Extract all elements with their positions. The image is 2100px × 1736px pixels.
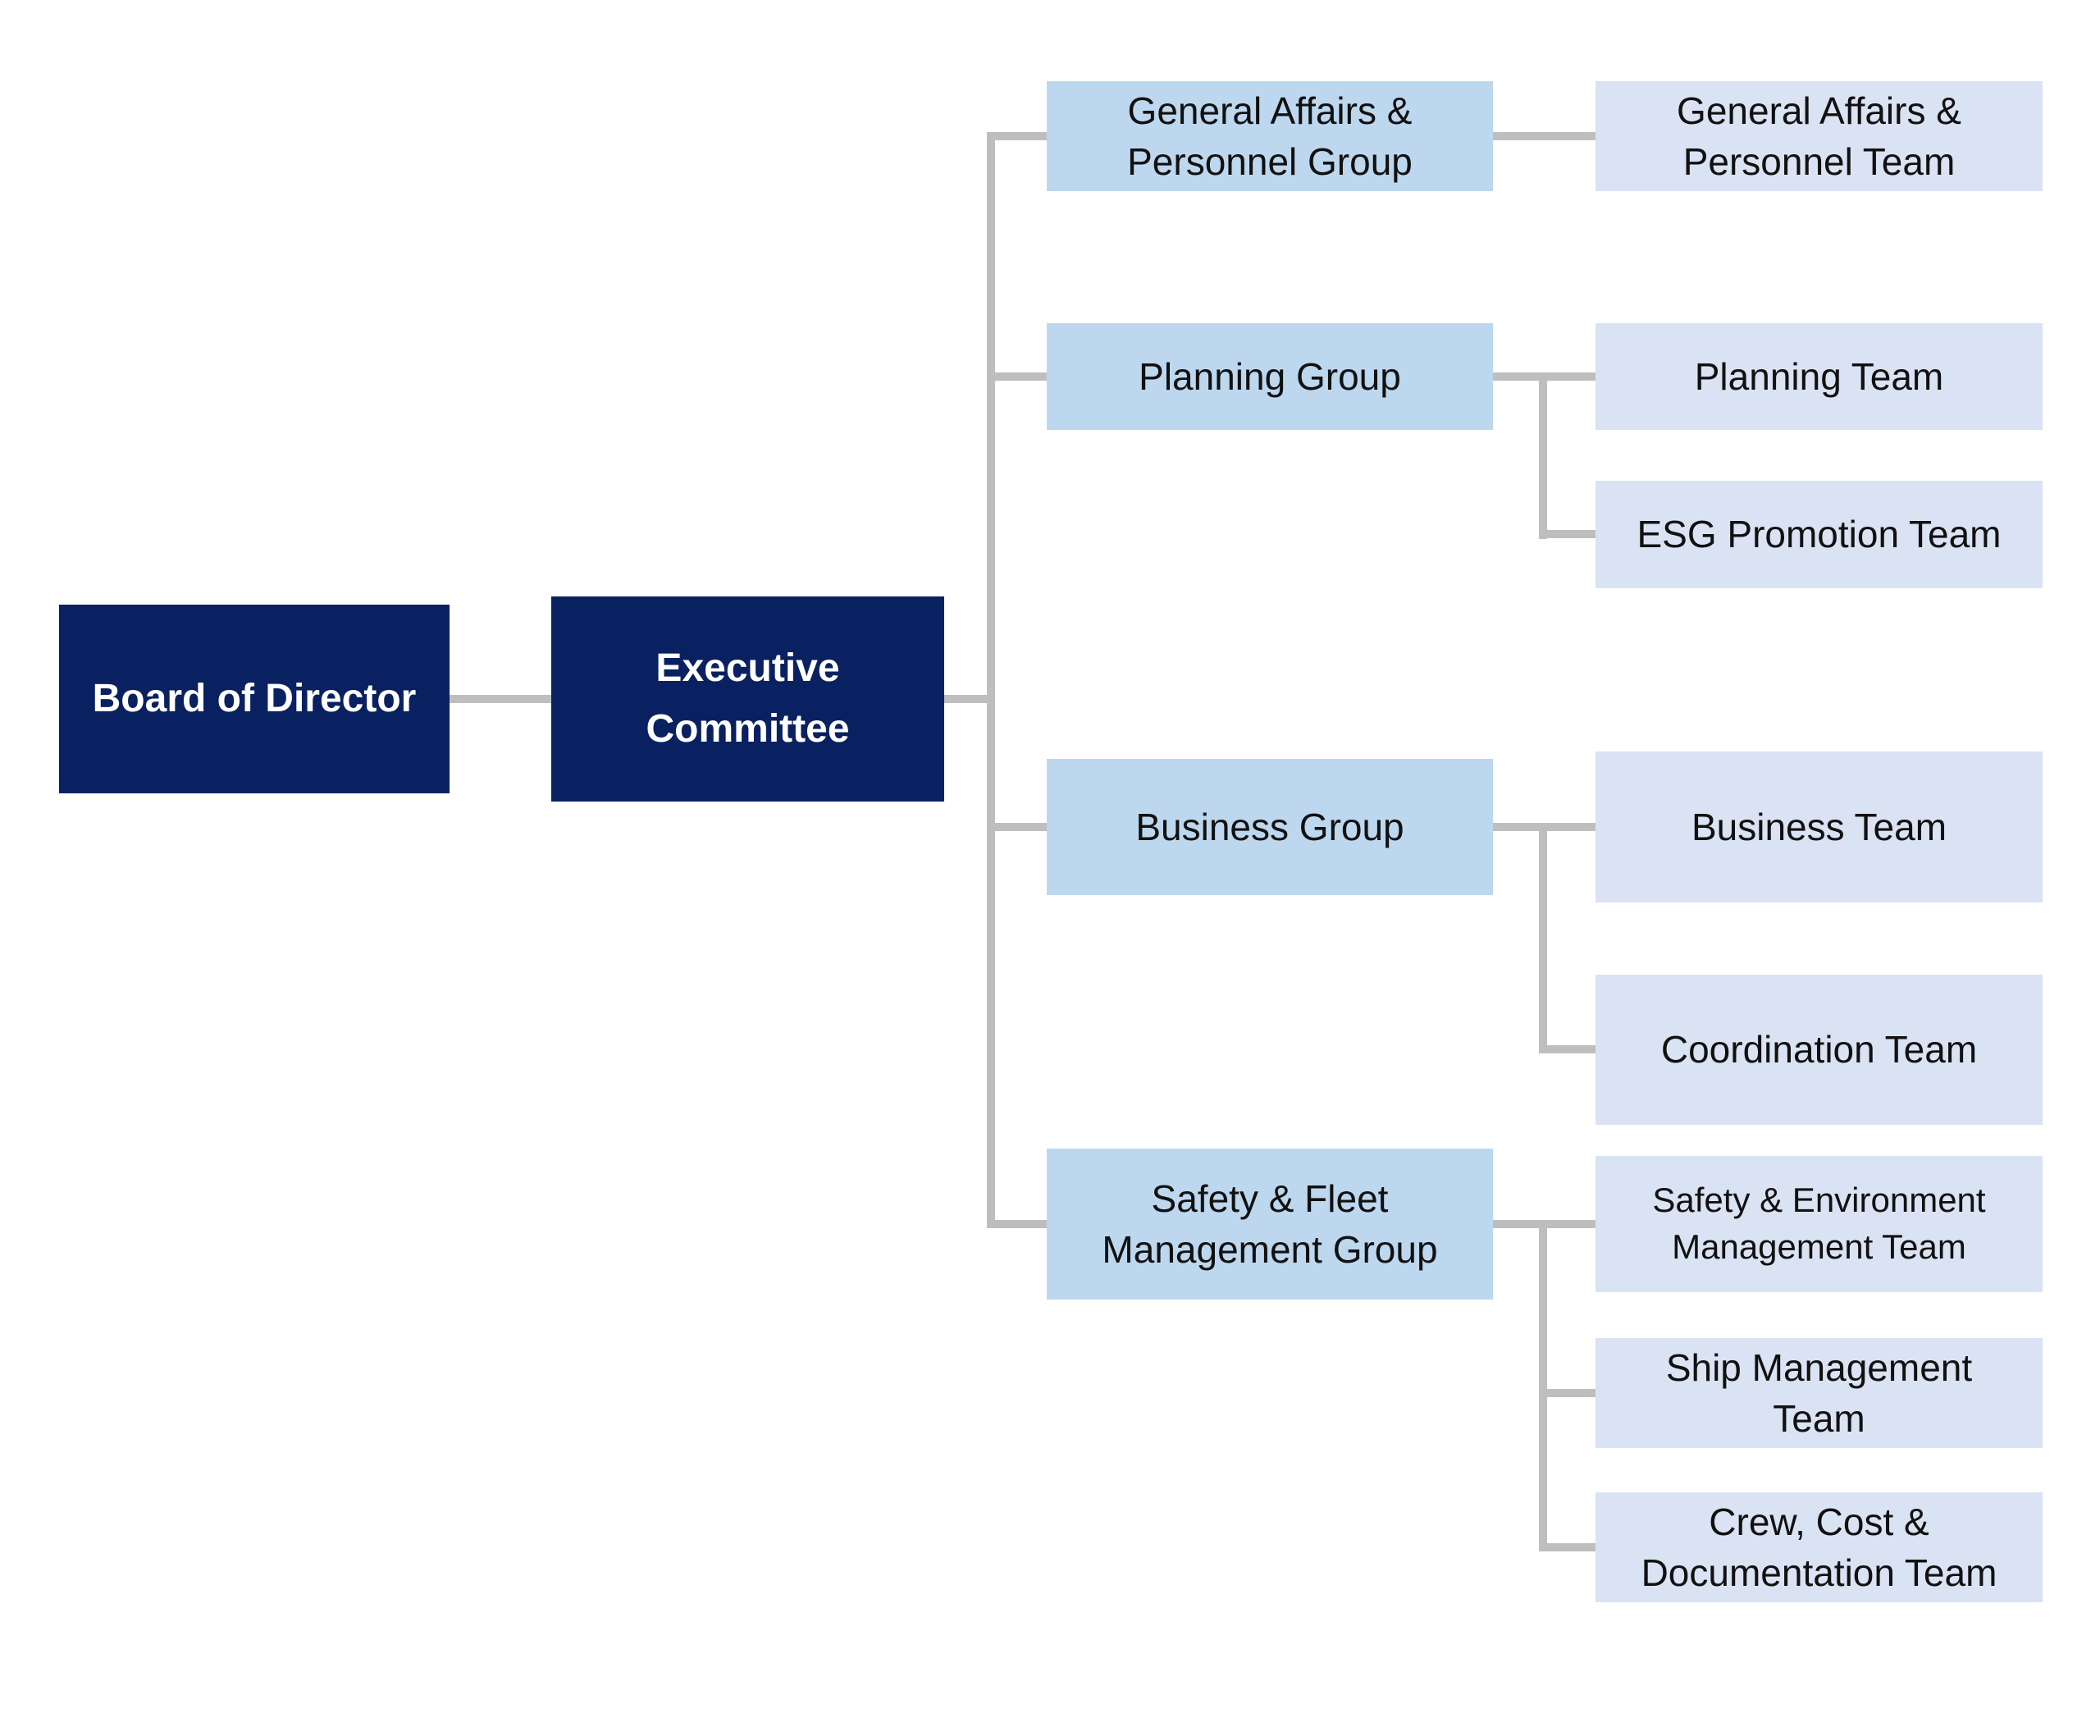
connector-business-branch-vertical <box>1539 823 1547 1053</box>
connector-planning-branch-vertical <box>1539 372 1547 539</box>
connector-safety-branch-vertical <box>1539 1220 1547 1551</box>
connector-trunk-safety-fleet <box>995 1220 1047 1228</box>
node-executive-committee: Executive Committee <box>551 596 944 802</box>
node-team-safety-environment-management: Safety & Environment Management Team <box>1596 1156 2043 1292</box>
node-team-crew-cost-documentation: Crew, Cost & Documentation Team <box>1596 1492 2043 1602</box>
connector-trunk-planning <box>995 372 1047 381</box>
node-group-planning: Planning Group <box>1047 323 1493 430</box>
node-team-coordination: Coordination Team <box>1596 975 2043 1125</box>
connector-esg-promotion-team <box>1539 530 1596 538</box>
node-group-business: Business Group <box>1047 759 1493 895</box>
connector-trunk-business <box>995 823 1047 831</box>
connector-board-executive <box>450 695 551 703</box>
connector-ship-management-team <box>1539 1389 1596 1397</box>
connector-trunk-vertical <box>987 132 995 1228</box>
node-team-business: Business Team <box>1596 752 2043 902</box>
node-team-ship-management: Ship Management Team <box>1596 1338 2043 1448</box>
connector-crew-cost-documentation-team <box>1539 1543 1596 1551</box>
node-team-esg-promotion: ESG Promotion Team <box>1596 481 2043 588</box>
node-team-general-affairs-personnel: General Affairs & Personnel Team <box>1596 81 2043 191</box>
node-group-general-affairs-personnel: General Affairs & Personnel Group <box>1047 81 1493 191</box>
node-board-of-director: Board of Director <box>59 605 450 793</box>
connector-coordination-team <box>1539 1045 1596 1053</box>
connector-general-affairs-team <box>1493 132 1596 140</box>
node-group-safety-fleet-management: Safety & Fleet Management Group <box>1047 1149 1493 1300</box>
node-team-planning: Planning Team <box>1596 323 2043 430</box>
connector-trunk-general-affairs <box>995 132 1047 140</box>
connector-executive-trunk <box>944 695 995 703</box>
